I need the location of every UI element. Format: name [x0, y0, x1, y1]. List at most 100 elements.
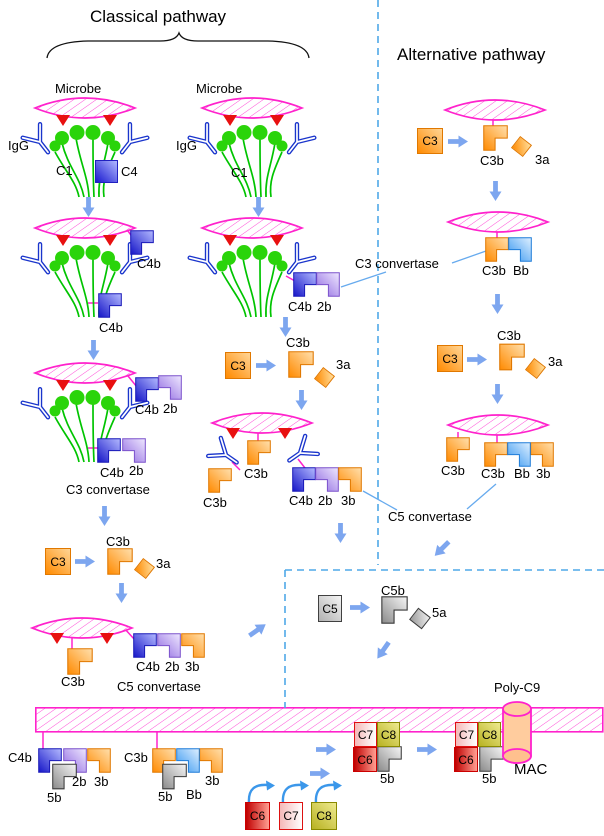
c3-convertase-label: C3 convertase: [355, 256, 439, 271]
flow-arrow-down: [274, 317, 292, 337]
microbe-igg-c1-unit: [177, 96, 327, 208]
c3a-label: 3a: [535, 152, 550, 167]
microbe-lens-antigens: [30, 616, 136, 652]
c3b-fragment-3b: [338, 467, 362, 492]
c8-protein: C8: [377, 722, 400, 747]
igg-label: IgG: [176, 138, 197, 153]
c2b-fragment: [157, 633, 181, 658]
c6-protein: C6: [454, 747, 478, 772]
c7-protein: C7: [354, 722, 377, 747]
c3b-label: C3b: [203, 495, 227, 510]
c8-protein: C8: [311, 802, 337, 830]
c2b-label: 2b: [317, 299, 332, 314]
c3-convertase-label: C3 convertase: [66, 482, 150, 497]
flow-arrow-down: [329, 523, 347, 543]
c4b-fragment: [292, 467, 316, 492]
c3b-label: C3b: [244, 466, 268, 481]
c3b-fragment: [107, 548, 133, 575]
alternative-pathway-title: Alternative pathway: [397, 45, 546, 64]
c5-convertase-label: C5 convertase: [117, 679, 201, 694]
c3b-fragment-3b: [199, 748, 223, 773]
microbe-label: Microbe: [196, 81, 243, 96]
c4b-label: C4b: [135, 402, 159, 417]
c4b-label: C4b: [137, 256, 161, 271]
c3-protein: C3: [417, 128, 443, 154]
c5b-5b-label: 5b: [47, 790, 62, 805]
c5b-fragment: [377, 746, 402, 772]
flow-arrow-down: [484, 181, 502, 201]
c4b-fragment: [133, 633, 157, 658]
classical-pathway-brace: [46, 31, 310, 59]
flow-arrow-down: [77, 197, 95, 217]
c1-label: C1: [231, 165, 248, 180]
c7-protein: C7: [279, 802, 303, 830]
c4b-fragment: [130, 230, 154, 255]
c5-protein: C5: [318, 595, 342, 622]
bb-fragment: [507, 442, 531, 467]
c3b-label: C3b: [124, 750, 148, 765]
c3b-3b-label: 3b: [536, 466, 551, 481]
bb-label: Bb: [514, 466, 530, 481]
c1-label: C1: [56, 163, 73, 178]
c6-protein: C6: [353, 747, 377, 772]
c3b-3b-label: 3b: [185, 659, 200, 674]
c3b-fragment: [446, 437, 470, 462]
c4b-label: C4b: [8, 750, 32, 765]
mac-label: MAC: [514, 761, 548, 778]
c3b-label: C3b: [482, 263, 506, 278]
c6-protein: C6: [245, 802, 270, 830]
flow-arrow-right: [75, 555, 95, 573]
classical-pathway-title: Classical pathway: [90, 7, 227, 26]
c8-protein: C8: [478, 722, 501, 747]
c4b-fragment: [135, 377, 159, 402]
c5a-label: 5a: [432, 605, 447, 620]
c5b-5b-label: 5b: [380, 771, 395, 786]
c5-convertase-label: C5 convertase: [388, 509, 472, 524]
poly-c9-label: Poly-C9: [494, 680, 541, 695]
convertase-pointer-lines: [340, 250, 497, 511]
c3b-label: C3b: [286, 335, 310, 350]
c2b-label: 2b: [163, 401, 178, 416]
microbe-lens: [447, 414, 549, 436]
c3b-fragment-3b: [530, 442, 554, 467]
c3b-fragment-3b: [181, 633, 205, 658]
c2b-label: 2b: [165, 659, 180, 674]
c4b-label: C4b: [288, 299, 312, 314]
c3b-3b-label: 3b: [94, 774, 109, 789]
c3b-fragment: [67, 648, 93, 675]
c4b-label: C4b: [99, 320, 123, 335]
c3b-label: C3b: [480, 153, 504, 168]
c4b-label: C4b: [289, 493, 313, 508]
c5b-5b-label: 5b: [158, 789, 173, 804]
c4-label: C4: [121, 164, 138, 179]
c3b-label: C3b: [441, 463, 465, 478]
c3b-fragment: [208, 468, 232, 493]
curved-arrow-c7: [281, 780, 309, 804]
c3b-fragment: [499, 343, 525, 371]
microbe-label: Microbe: [55, 81, 102, 96]
c2b-fragment: [158, 375, 182, 400]
flow-arrow-right: [316, 743, 336, 761]
c3b-3b-label: 3b: [341, 493, 356, 508]
c2b-label: 2b: [129, 463, 144, 478]
c3b-label: C3b: [481, 466, 505, 481]
flow-arrow-down: [110, 583, 128, 603]
flow-arrow-down: [290, 390, 308, 410]
c5b-fragment: [162, 763, 187, 790]
c4b-fragment: [97, 438, 121, 463]
flow-arrow-down: [93, 506, 111, 526]
flow-arrow-down: [486, 294, 504, 314]
flow-arrow-right: [448, 135, 468, 153]
c2b-label: 2b: [318, 493, 333, 508]
c4b-fragment: [98, 293, 122, 318]
c3b-3b-label: 3b: [205, 773, 220, 788]
curved-arrow-c8: [314, 780, 342, 804]
bb-label: Bb: [186, 787, 202, 802]
c3b-fragment: [483, 125, 508, 151]
c3b-fragment-3b: [87, 748, 111, 773]
c3b-label: C3b: [497, 328, 521, 343]
c4b-fragment: [293, 272, 317, 297]
c4b-label: C4b: [136, 659, 160, 674]
c5b-5b-label: 5b: [482, 771, 497, 786]
c3b-label: C3b: [61, 674, 85, 689]
